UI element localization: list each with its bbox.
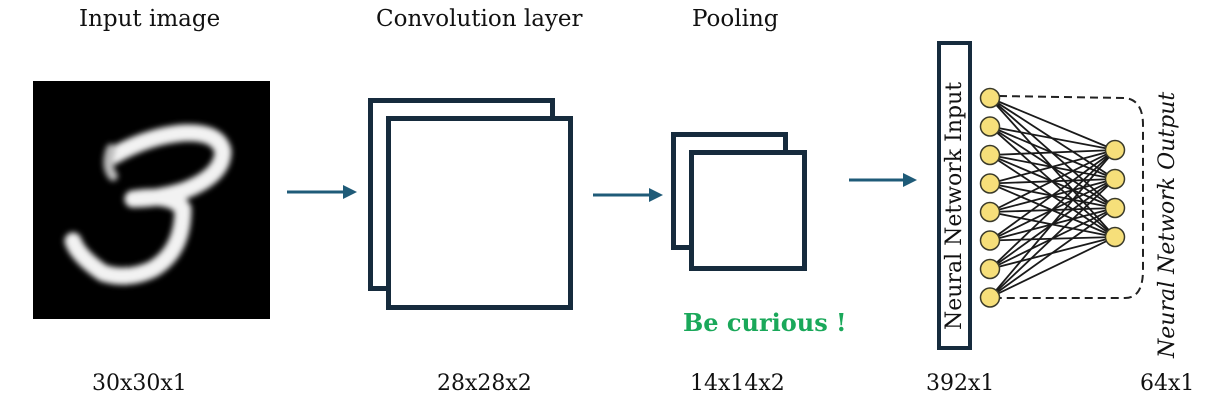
arrow-to-convolution	[287, 185, 357, 199]
output-node	[1104, 226, 1126, 248]
pool-feature-map-front	[689, 150, 807, 271]
nn-output-label: Neural Network Output	[1155, 91, 1180, 358]
input-node	[979, 144, 1001, 166]
digit-three-icon	[64, 124, 232, 285]
input-node	[979, 173, 1001, 194]
connection-edge	[989, 149, 1116, 213]
input-node	[979, 87, 1001, 109]
arrow-to-network	[849, 173, 917, 187]
be-curious-annotation: Be curious !	[683, 308, 847, 337]
conv-feature-map-front	[386, 116, 573, 310]
connection-edge	[989, 97, 1116, 151]
output-bracket	[998, 95, 1144, 299]
input-image-title: Input image	[79, 6, 221, 32]
connection-edge	[989, 149, 1116, 242]
nn-output-dimension: 64x1	[1140, 371, 1195, 396]
conv-dimension: 28x28x2	[437, 371, 532, 396]
connection-edge	[989, 236, 1116, 299]
input-node	[979, 258, 1001, 280]
output-node	[1104, 139, 1126, 161]
convolution-layer-title: Convolution layer	[376, 6, 583, 32]
connection-edge	[989, 149, 1116, 185]
input-digit-image	[33, 81, 270, 319]
nn-input-dimension: 392x1	[926, 371, 995, 396]
pooling-title: Pooling	[692, 6, 779, 32]
output-node	[1104, 168, 1126, 190]
connection-edge	[989, 207, 1116, 299]
connection-edge	[989, 178, 1116, 299]
input-node	[979, 230, 1001, 251]
input-node	[979, 201, 1001, 223]
connection-edge	[989, 149, 1116, 299]
arrow-to-pooling	[593, 188, 663, 202]
connection-edge	[989, 125, 1116, 151]
output-node	[1104, 197, 1126, 219]
input-node	[979, 116, 1001, 137]
pool-dimension: 14x14x2	[690, 371, 785, 396]
input-dimension: 30x30x1	[92, 371, 187, 396]
nn-input-label: Neural Network Input	[942, 81, 967, 330]
input-node	[979, 287, 1001, 308]
connection-edge	[989, 149, 1116, 270]
nn-input-bar	[937, 41, 972, 350]
connection-edge	[989, 149, 1116, 156]
neural-network-graph	[979, 87, 1144, 308]
